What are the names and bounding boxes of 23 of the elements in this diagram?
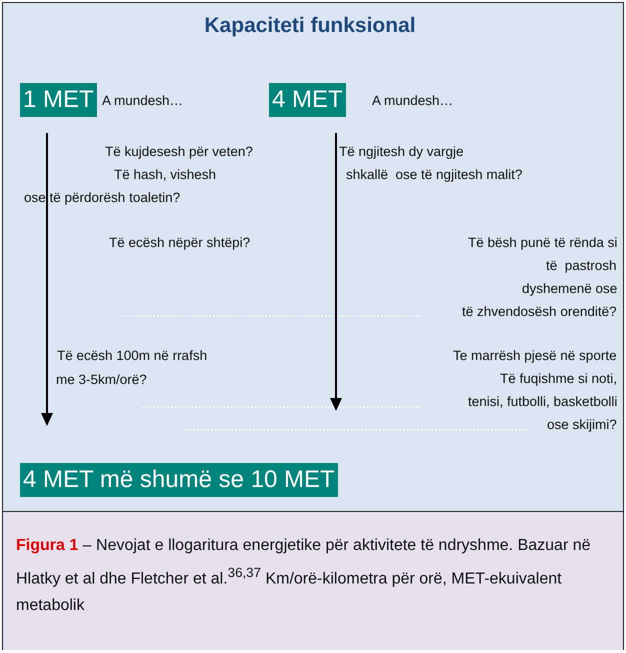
- activity-text: Të ecësh nëpër shtëpi?: [109, 234, 250, 252]
- prompt-text: A mundesh…: [372, 92, 454, 110]
- activity-text: ose skijimi?: [547, 416, 617, 434]
- activity-text: të zhvendosësh orenditë?: [462, 303, 617, 321]
- activity-text: shkallë ose të ngjitesh malit?: [346, 166, 522, 184]
- activity-text: Të ngjitesh dy vargje: [339, 143, 464, 161]
- activity-text: të pastrosh: [546, 257, 617, 275]
- activity-text: Te marrësh pjesë në sporte: [453, 347, 617, 365]
- activity-text: Të fuqishme si noti,: [500, 370, 618, 388]
- activity-text: me 3-5km/orë?: [56, 371, 147, 389]
- activity-text: Të hash, vishesh: [114, 166, 216, 184]
- activity-text: Të ecësh 100m në rrafsh: [57, 347, 208, 365]
- activity-text: ose të përdorësh toaletin?: [24, 189, 180, 207]
- prompt-text: A mundesh…: [102, 92, 184, 110]
- activity-text: Të bësh punë të rënda si: [468, 234, 618, 252]
- diagram-title: Kapaciteti funksional: [203, 14, 417, 38]
- met-level-box: 4 MET më shumë se 10 MET: [20, 463, 338, 497]
- activity-text: dyshemenë ose: [522, 280, 618, 298]
- figure-caption: Figura 1 – Nevojat e llogaritura energjetike për aktivitete të ndryshme. Bazuar në Hlatky et al dhe Fletcher et al.$^{36,37}$ Km/orë-kilometra për orë, MET-ekuivalent metabolik: [16, 536, 592, 616]
- met-level-box: 4 MET: [269, 83, 346, 117]
- met-level-box: 1 MET: [20, 83, 97, 117]
- activity-text: Të kujdesesh për veten?: [105, 143, 253, 161]
- activity-text: tenisi, futbolli, basketbolli: [468, 393, 618, 411]
